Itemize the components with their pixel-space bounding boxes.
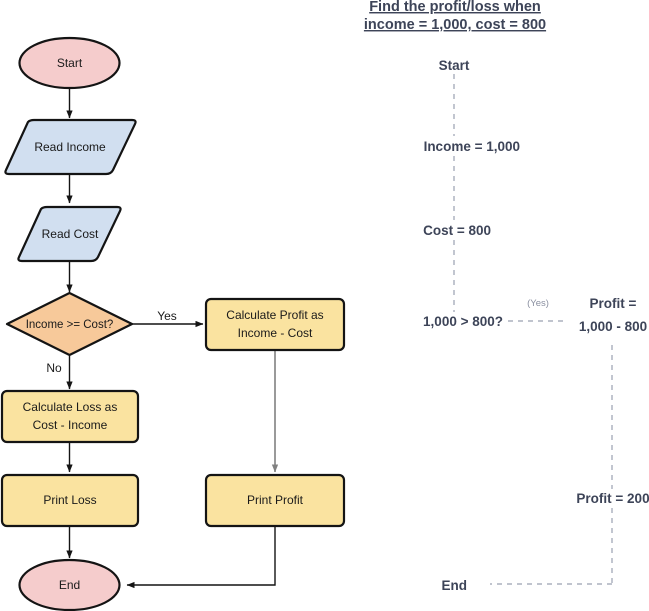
- decision-diamond-shape: [5, 291, 134, 357]
- edge-label-yes: Yes: [157, 309, 177, 323]
- calculate-loss-rect-shape: [0, 389, 140, 444]
- flow-node-read-income[interactable]: Read Income: [4, 118, 137, 176]
- trace-step-start: Start: [439, 58, 470, 73]
- trace-step-end: End: [442, 578, 468, 593]
- end-ellipse-shape: [18, 558, 121, 611]
- trace-step-cost: Cost = 800: [423, 223, 491, 238]
- read-cost-label: Read Cost: [42, 227, 99, 241]
- print-loss-rect-shape: [0, 473, 140, 528]
- edge-printprofit-to-end: [126, 527, 276, 589]
- print-profit-rect-shape: [204, 473, 346, 528]
- trace-connectors: [453, 74, 613, 585]
- trace-branch-profit-expr-line1: Profit =: [590, 296, 637, 311]
- trace-branch-profit-result: Profit = 200: [576, 491, 649, 506]
- calculate-profit-rect-shape: [204, 297, 346, 352]
- flow-node-decision[interactable]: Income >= Cost?: [5, 291, 134, 357]
- flow-node-start[interactable]: Start: [18, 36, 121, 90]
- read-cost-parallelogram-shape: [17, 205, 122, 263]
- calculate-loss-label-line1: Calculate Loss as: [23, 400, 118, 414]
- trace-branch-label-yes: (Yes): [527, 298, 549, 309]
- edge-label-no: No: [46, 361, 62, 375]
- trace-heading-line2: income = 1,000, cost = 800: [364, 17, 546, 33]
- print-profit-label: Print Profit: [247, 493, 304, 507]
- start-label: Start: [57, 56, 83, 70]
- flow-node-calculate-loss[interactable]: Calculate Loss as Cost - Income: [0, 389, 140, 444]
- calculate-profit-label-line2: Income - Cost: [238, 326, 313, 340]
- read-income-parallelogram-shape: [4, 118, 137, 176]
- decision-label: Income >= Cost?: [26, 319, 114, 331]
- read-income-label: Read Income: [34, 140, 106, 154]
- flow-node-print-profit[interactable]: Print Profit: [204, 473, 346, 528]
- start-ellipse-shape: [18, 36, 121, 90]
- flow-node-read-cost[interactable]: Read Cost: [17, 205, 122, 263]
- flow-node-end[interactable]: End: [18, 558, 121, 611]
- flow-node-calculate-profit[interactable]: Calculate Profit as Income - Cost: [204, 297, 346, 352]
- flow-connectors: [66, 88, 279, 589]
- trace-step-income: Income = 1,000: [424, 139, 520, 154]
- trace-heading: Find the profit/loss when income = 1,000…: [364, 0, 546, 33]
- trace-step-condition: 1,000 > 800?: [423, 314, 503, 329]
- calculate-loss-label-line2: Cost - Income: [33, 418, 108, 432]
- calculate-profit-label-line1: Calculate Profit as: [226, 308, 323, 322]
- print-loss-label: Print Loss: [43, 493, 96, 507]
- trace-branch-profit-expr-line2: 1,000 - 800: [579, 319, 647, 334]
- end-label: End: [59, 578, 80, 592]
- trace-heading-line1: Find the profit/loss when: [369, 0, 541, 15]
- flow-node-print-loss[interactable]: Print Loss: [0, 473, 140, 528]
